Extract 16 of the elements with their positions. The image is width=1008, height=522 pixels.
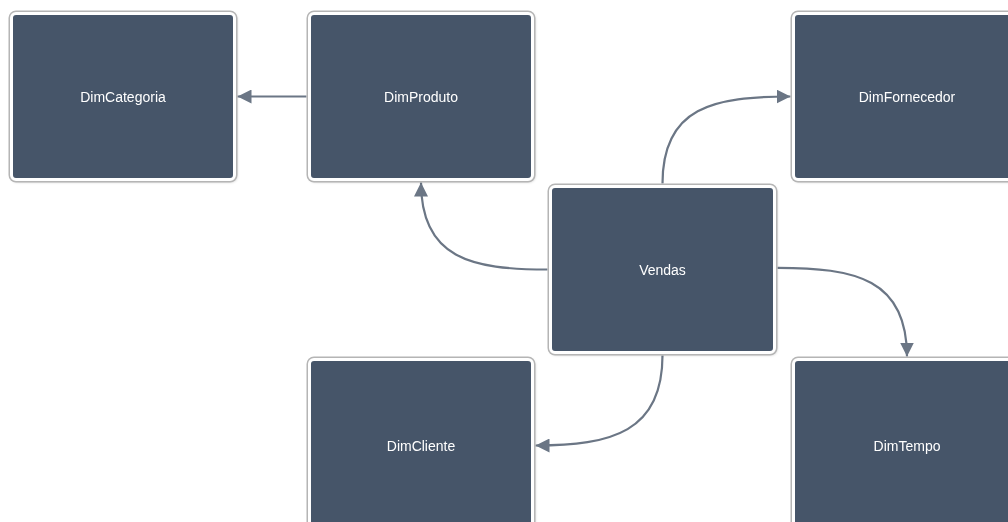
- arrow: [237, 89, 307, 104]
- table-name: DimCategoria: [80, 88, 166, 105]
- table-name: DimTempo: [873, 437, 941, 454]
- arrow: [414, 182, 548, 271]
- table-name: DimFornecedor: [858, 88, 956, 105]
- table-box: [792, 12, 1008, 181]
- table-box: [308, 358, 534, 522]
- table-box: [308, 12, 534, 181]
- table-name: Vendas: [639, 261, 686, 278]
- table-box: [792, 358, 1008, 522]
- table-name: DimProduto: [384, 88, 458, 105]
- table-name: DimCliente: [386, 437, 456, 454]
- table-box: [10, 12, 236, 181]
- arrow: [777, 266, 914, 357]
- table-box: [549, 185, 776, 354]
- arrow: [661, 89, 791, 184]
